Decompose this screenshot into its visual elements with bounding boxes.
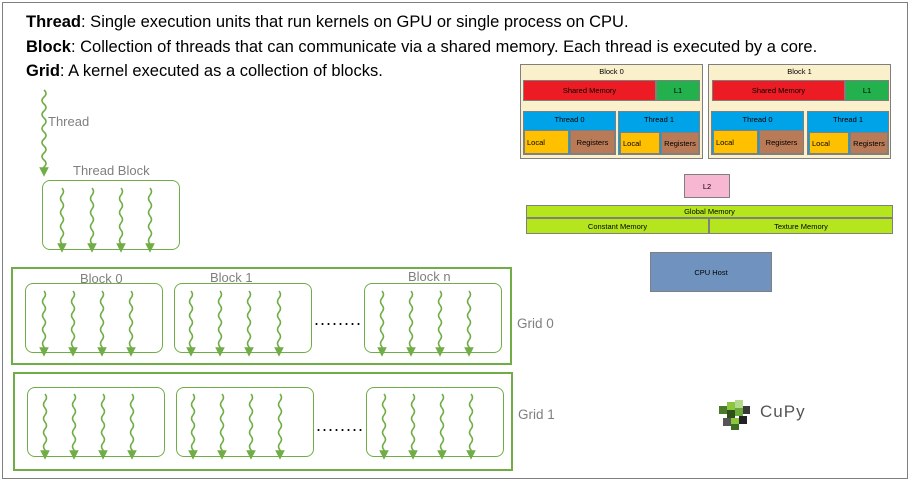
g1bn-thread-arrow-1 — [408, 393, 418, 460]
thread-block-thread-arrow-2 — [116, 187, 126, 253]
thread-label: Thread — [48, 114, 90, 129]
g0b1-thread-arrow-0 — [186, 290, 196, 357]
g0b0-thread-arrow-3 — [126, 290, 136, 357]
g1b1-thread-arrow-2 — [246, 393, 256, 460]
global-memory: Global Memory — [526, 205, 893, 218]
texture-memory: Texture Memory — [709, 218, 893, 234]
cupy-logo-icon — [719, 400, 750, 430]
block0-thread0-registers: Registers — [570, 130, 615, 154]
g0bn-thread-arrow-3 — [464, 290, 474, 357]
g1b1-thread-arrow-3 — [275, 393, 285, 460]
g1bn-thread-arrow-3 — [466, 393, 476, 460]
block0-thread1-local: Local — [620, 132, 660, 154]
block-1-label: Block 1 — [210, 270, 253, 285]
g0bn-thread-arrow-2 — [435, 290, 445, 357]
block1-thread0-registers: Registers — [759, 130, 804, 154]
thread-definition: Thread: Single execution units that run … — [26, 13, 629, 31]
g0b1-thread-arrow-3 — [274, 290, 284, 357]
block1-shared-memory: Shared Memory — [712, 80, 845, 101]
g1b1-thread-arrow-0 — [188, 393, 198, 460]
g1bn-thread-arrow-0 — [379, 393, 389, 460]
block1-thread1-local: Local — [809, 132, 849, 154]
grid-1-box — [13, 372, 513, 471]
grid-definition: Grid: A kernel executed as a collection … — [26, 62, 383, 80]
grid1-block-0 — [27, 387, 165, 457]
grid1-block-n — [366, 387, 504, 457]
g0bn-thread-arrow-0 — [377, 290, 387, 357]
thread-block-thread-arrow-1 — [87, 187, 97, 253]
g0b1-thread-arrow-2 — [244, 290, 254, 357]
grid0-block-0 — [25, 283, 163, 353]
block1-thread0-local: Local — [713, 130, 758, 154]
thread-arrow — [39, 89, 49, 177]
cpu-host: CPU Host — [650, 252, 772, 292]
diagram-frame — [2, 2, 908, 479]
grid-0-label: Grid 0 — [517, 316, 554, 331]
constant-memory: Constant Memory — [526, 218, 709, 234]
g0b0-thread-arrow-2 — [97, 290, 107, 357]
block1-thread1-registers: Registers — [850, 132, 888, 154]
block-definition: Block: Collection of threads that can co… — [26, 38, 818, 56]
g0b1-thread-arrow-1 — [215, 290, 225, 357]
g1b0-thread-arrow-2 — [98, 393, 108, 460]
g0bn-thread-arrow-1 — [406, 290, 416, 357]
g1b0-thread-arrow-0 — [40, 393, 50, 460]
block0-l1: L1 — [656, 80, 700, 101]
g0b0-thread-arrow-0 — [39, 290, 49, 357]
grid-0-box — [11, 267, 512, 365]
thread-block-thread-arrow-0 — [57, 187, 67, 253]
memory-block-1-title: Block 1 — [787, 67, 812, 76]
cupy-logo-text: CuPy — [760, 402, 806, 421]
thread-block-box — [42, 180, 180, 250]
block1-l1: L1 — [845, 80, 889, 101]
g1b0-thread-arrow-3 — [127, 393, 137, 460]
block0-thread0-local: Local — [524, 130, 569, 154]
block-n-label: Block n — [408, 269, 451, 284]
g1b0-thread-arrow-1 — [69, 393, 79, 460]
block0-thread1-registers: Registers — [661, 132, 699, 154]
g0b0-thread-arrow-1 — [68, 290, 78, 357]
grid1-ellipsis: ........ — [316, 415, 365, 435]
thread-block-thread-arrow-3 — [145, 187, 155, 253]
memory-block-0-title: Block 0 — [599, 67, 624, 76]
l2-cache: L2 — [684, 174, 730, 198]
grid0-block-1 — [174, 283, 312, 353]
thread-block-label: Thread Block — [73, 163, 150, 178]
block-0-label: Block 0 — [80, 271, 123, 286]
grid1-block-1 — [176, 387, 314, 457]
grid0-ellipsis: ........ — [314, 309, 363, 329]
grid0-block-n — [364, 283, 502, 353]
block0-shared-memory: Shared Memory — [523, 80, 656, 101]
g1b1-thread-arrow-1 — [217, 393, 227, 460]
g1bn-thread-arrow-2 — [437, 393, 447, 460]
grid-1-label: Grid 1 — [518, 407, 555, 422]
